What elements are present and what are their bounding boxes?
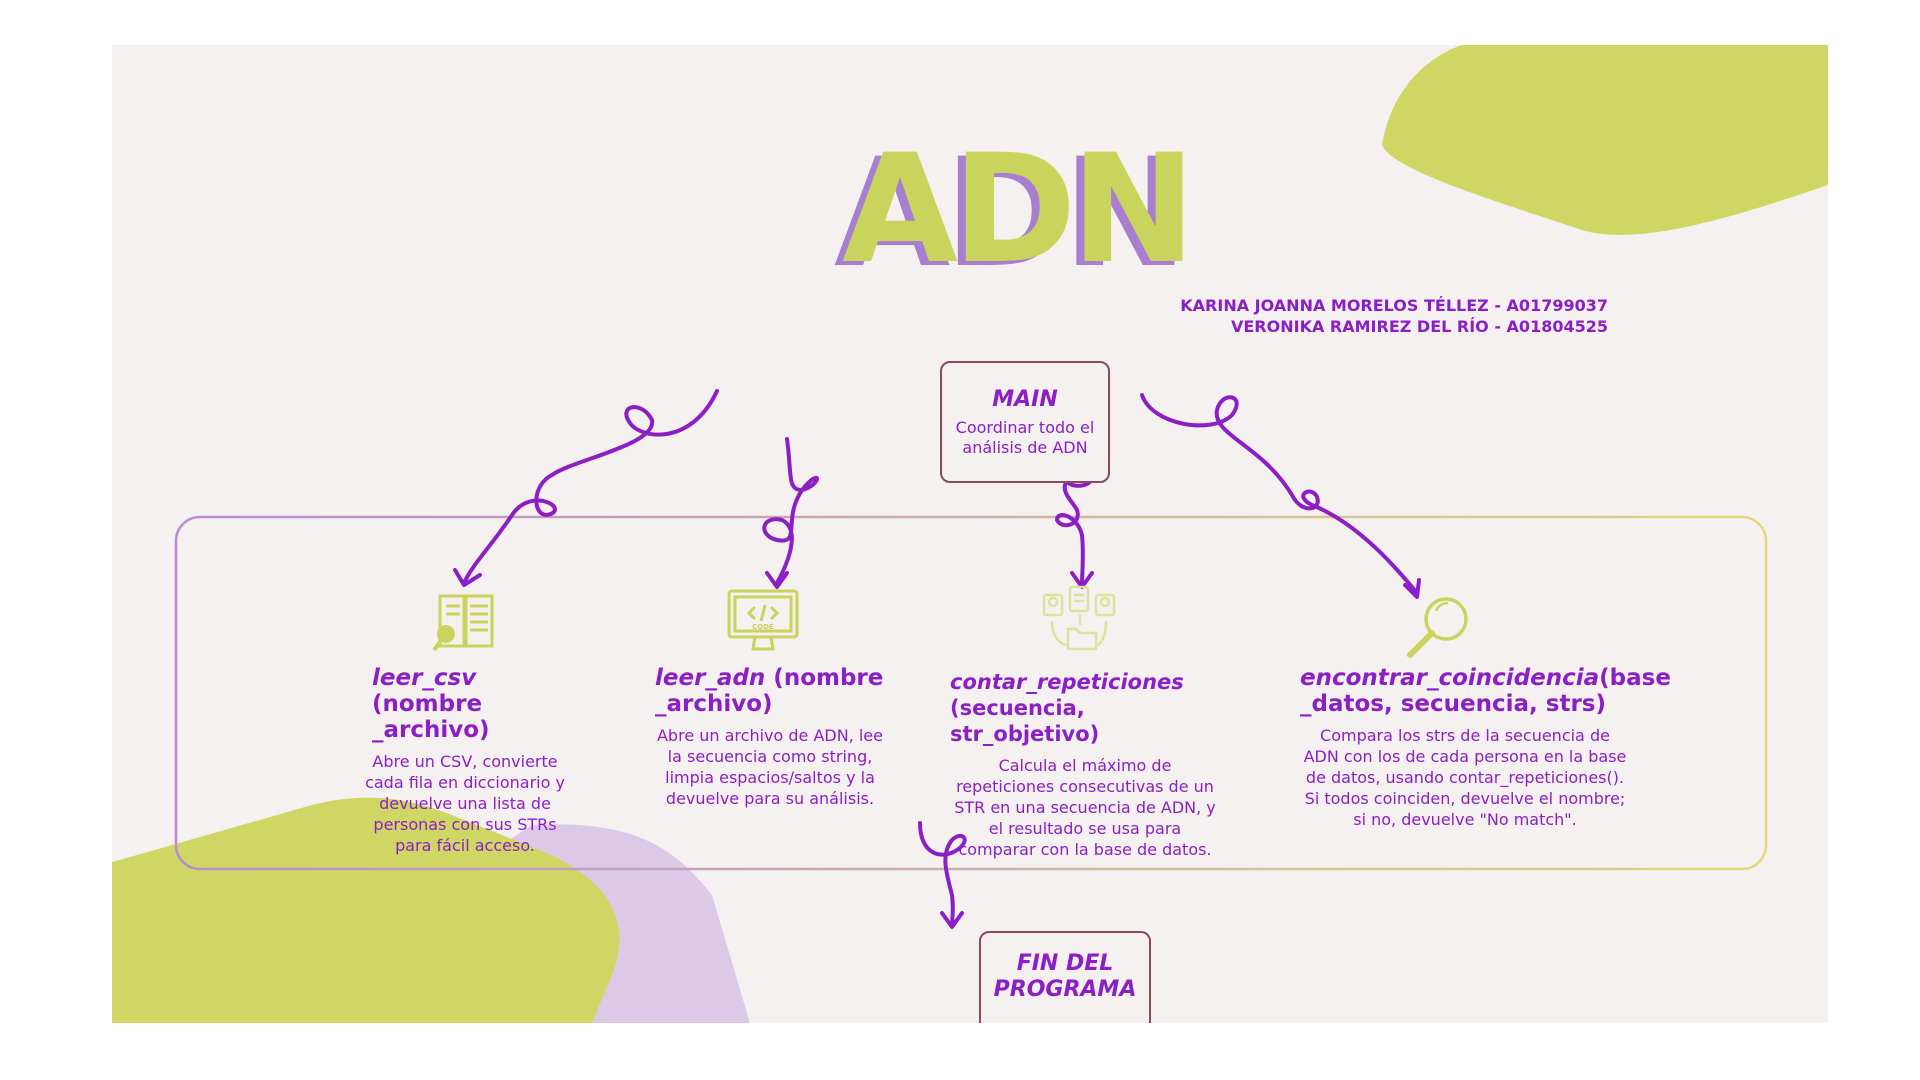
- functions-frame: [174, 515, 1768, 871]
- authors-block: KARINA JOANNA MORELOS TÉLLEZ - A01799037…: [1180, 295, 1608, 337]
- function-name: encontrar_coincidencia: [1300, 665, 1600, 691]
- title-shadow: ADN: [834, 127, 1188, 301]
- arrowhead-fin: [940, 911, 964, 929]
- arrow-main-to-leer-csv: [462, 389, 719, 585]
- function-description: Calcula el máximo de repeticiones consec…: [954, 756, 1216, 859]
- function-leer-csv: leer_csv (nombre _archivo) Abre un CSV, …: [360, 665, 590, 856]
- function-params: (base _datos, secuencia, strs): [1300, 665, 1671, 717]
- function-encontrar-coincidencia: encontrar_coincidencia(base _datos, secu…: [1300, 665, 1690, 830]
- slide-canvas: ADN ADN KARINA JOANNA MORELOS TÉLLEZ - A…: [112, 45, 1828, 1023]
- function-params: (secuencia, str_objetivo): [950, 696, 1100, 746]
- arrowhead-leer-adn: [765, 571, 789, 589]
- arrow-main-to-encontrar: [1140, 393, 1419, 595]
- svg-text:CODE: CODE: [752, 623, 774, 631]
- function-description: Abre un archivo de ADN, lee la secuencia…: [656, 726, 883, 808]
- function-leer-adn: leer_adn (nombre _archivo) Abre un archi…: [655, 665, 905, 809]
- code-monitor-icon: CODE: [727, 589, 799, 651]
- arrow-to-fin: [918, 821, 967, 927]
- book-magnifier-icon: [432, 594, 494, 652]
- main-node-title: MAIN: [992, 387, 1058, 412]
- function-params: (nombre _archivo): [655, 665, 884, 717]
- arrow-main-to-leer-adn: [762, 437, 819, 585]
- function-name: contar_repeticiones: [950, 670, 1184, 694]
- folder-people-icon: [1042, 585, 1116, 651]
- function-description: Compara los strs de la secuencia de ADN …: [1303, 726, 1627, 829]
- function-name: leer_adn: [655, 665, 766, 691]
- function-contar-repeticiones: contar_repeticiones(secuencia, str_objet…: [950, 669, 1230, 860]
- arrow-main-to-contar: [1054, 438, 1094, 585]
- lime-blob-bottom-left: [112, 797, 620, 1023]
- end-node: FIN DEL PROGRAMA: [979, 931, 1151, 1023]
- page-title: ADN: [842, 123, 1196, 297]
- function-description: Abre un CSV, convierte cada fila en dicc…: [365, 752, 565, 855]
- function-params: (nombre _archivo): [372, 691, 490, 743]
- arrowhead-encontrar: [1403, 578, 1421, 599]
- lime-blob-top-right: [1382, 45, 1828, 235]
- title-group: ADN ADN: [834, 123, 1242, 299]
- author-1: KARINA JOANNA MORELOS TÉLLEZ - A01799037: [1180, 296, 1608, 315]
- function-name: leer_csv: [372, 665, 477, 691]
- background-decorations: [112, 45, 1828, 1023]
- main-node-description: Coordinar todo el análisis de ADN: [955, 418, 1095, 457]
- author-2: VERONIKA RAMIREZ DEL RÍO - A01804525: [1230, 317, 1608, 336]
- main-node: MAIN Coordinar todo el análisis de ADN: [940, 361, 1110, 483]
- arrowhead-leer-csv: [453, 568, 482, 587]
- magnifier-icon: [1407, 597, 1468, 658]
- end-node-title: FIN DEL PROGRAMA: [993, 951, 1137, 1002]
